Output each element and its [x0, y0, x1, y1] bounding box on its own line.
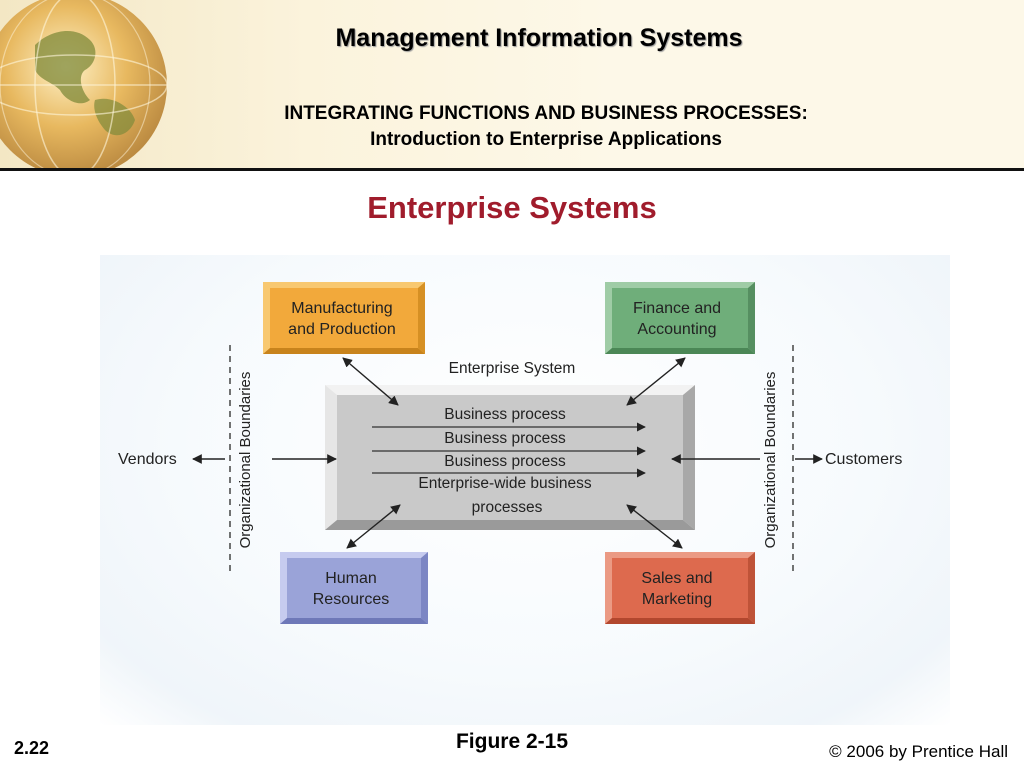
hr-connector	[346, 504, 401, 549]
manufacturing-line-1: Manufacturing	[291, 300, 392, 317]
business-process-3: Business process	[444, 453, 566, 470]
hr-line-2: Resources	[313, 591, 389, 608]
sales-connector	[626, 504, 683, 549]
right-boundary-label: Organizational Boundaries	[762, 372, 779, 549]
left-boundary-label: Organizational Boundaries	[237, 372, 254, 549]
slide-title: Enterprise Systems	[367, 190, 657, 225]
slide-number: 2.22	[14, 738, 50, 758]
enterprise-wide-line-2: processes	[472, 499, 543, 516]
finance-line-2: Accounting	[637, 321, 716, 338]
slide-header	[0, 0, 1024, 168]
subhead-line-2: Introduction to Enterprise Applications	[370, 129, 722, 150]
customers-label: Customers	[825, 451, 902, 468]
subhead-line-1: INTEGRATING FUNCTIONS AND BUSINESS PROCE…	[284, 103, 808, 124]
vendors-label: Vendors	[118, 451, 177, 468]
sales-node	[605, 552, 755, 624]
sales-line-1: Sales and	[641, 570, 712, 587]
finance-node	[605, 282, 755, 354]
hr-node	[280, 552, 428, 624]
finance-line-1: Finance and	[633, 300, 721, 317]
copyright-notice: © 2006 by Prentice Hall	[829, 742, 1008, 761]
business-process-1: Business process	[444, 406, 566, 423]
header-divider	[0, 168, 1024, 171]
sales-line-2: Marketing	[642, 591, 712, 608]
enterprise-wide-line-1: Enterprise-wide business	[418, 475, 591, 492]
enterprise-system-label: Enterprise System	[449, 360, 576, 377]
manufacturing-node	[263, 282, 425, 354]
finance-connector	[626, 357, 686, 406]
diagram-canvas: Organizational Boundaries Organizational…	[118, 282, 902, 624]
course-title: Management Information Systems	[335, 24, 743, 52]
manufacturing-connector	[342, 357, 399, 406]
business-process-2: Business process	[444, 430, 566, 447]
manufacturing-line-2: and Production	[288, 321, 396, 338]
figure-label: Figure 2-15	[455, 730, 569, 753]
hr-line-1: Human	[325, 570, 377, 587]
section-subhead: INTEGRATING FUNCTIONS AND BUSINESS PROCE…	[0, 101, 1024, 153]
enterprise-diagram: Organizational Boundaries Organizational…	[100, 255, 950, 725]
globe-icon	[0, 0, 168, 170]
